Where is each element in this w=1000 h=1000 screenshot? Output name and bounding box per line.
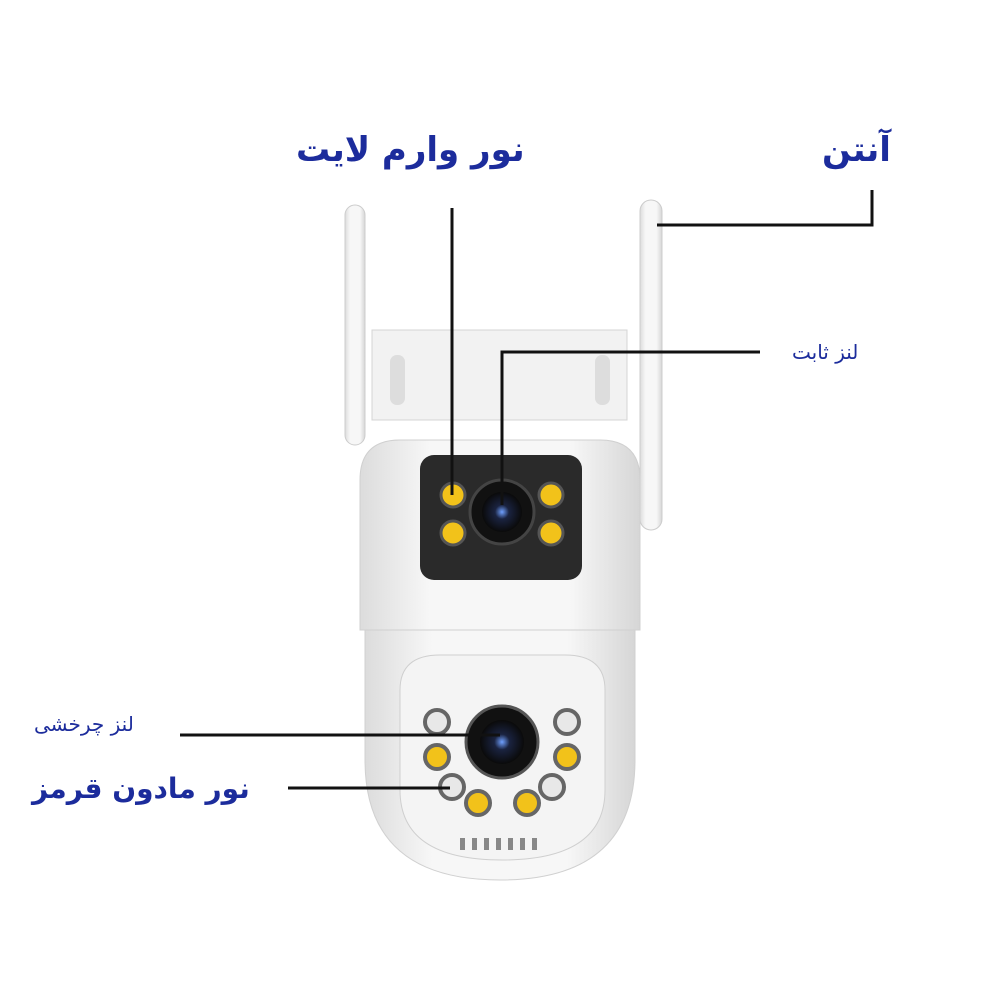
- fixed-lens-label: لنز ثابت: [792, 340, 859, 364]
- mount-bracket: [371, 329, 628, 421]
- speaker-grille: [460, 838, 537, 850]
- leader-lines: [180, 190, 874, 790]
- right-antenna: [639, 199, 663, 531]
- left-antenna: [344, 204, 366, 446]
- bracket-slot: [390, 355, 405, 405]
- antenna-label: آنتن: [822, 130, 891, 170]
- ir-leds: [423, 708, 581, 817]
- rotating-lens-label: لنز چرخشی: [34, 712, 134, 736]
- warm-light-label: نور وارم لایت: [296, 130, 525, 170]
- bracket-slot: [595, 355, 610, 405]
- infrared-light-label: نور مادون قرمز: [32, 772, 250, 805]
